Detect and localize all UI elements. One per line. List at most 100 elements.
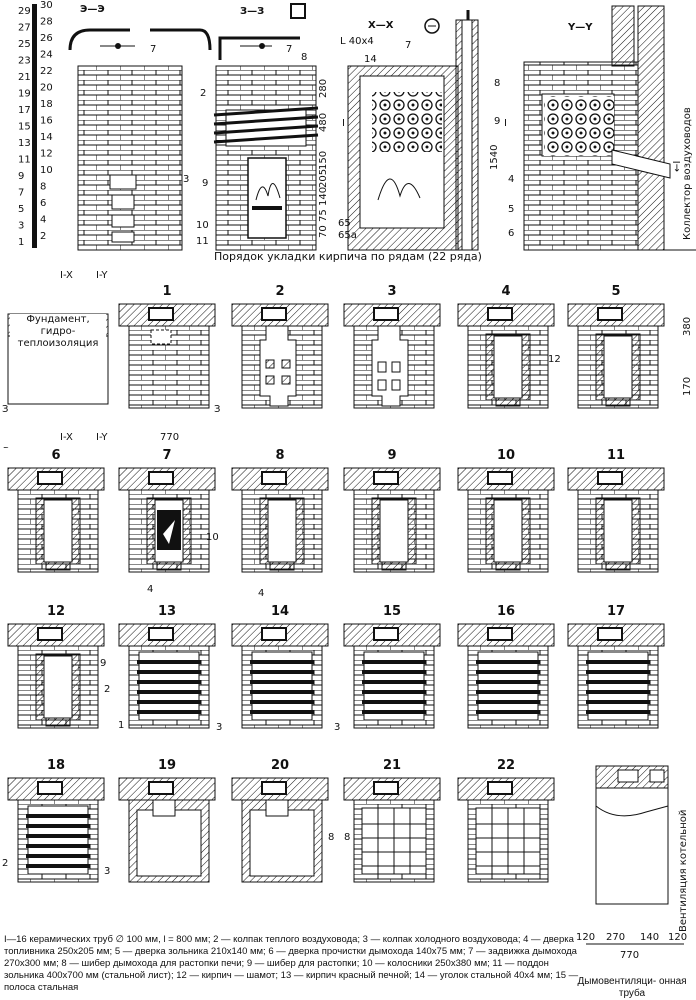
course-drawing: [457, 623, 555, 729]
course-drawing: [231, 467, 329, 573]
dim-150: 150: [318, 151, 329, 170]
dim-205: 205: [318, 169, 329, 188]
label-65a: 65a: [338, 230, 357, 241]
dim-280: 280: [318, 79, 329, 98]
scale-left-7: 7: [18, 188, 24, 199]
collector-arrow: ←I: [672, 161, 683, 172]
course-drawing: [118, 303, 216, 409]
scale-right-2: 2: [40, 231, 46, 242]
course-drawing: [7, 623, 105, 729]
collector-label: Коллектор воздуховодов: [682, 107, 693, 240]
scale-left-5: 5: [18, 204, 24, 215]
course-number: 20: [270, 758, 290, 773]
course-15: 15: [342, 604, 442, 729]
scale-left-21: 21: [18, 72, 31, 83]
dim-75: 75: [318, 209, 329, 222]
dim-140: 140: [318, 187, 329, 206]
course-number: 7: [162, 448, 172, 463]
scale-left-3: 3: [18, 221, 24, 232]
label-6: 6: [508, 228, 514, 239]
foundation-label: Фундамент, гидро- теплоизоляция: [10, 314, 106, 350]
scale-right-10: 10: [40, 165, 53, 176]
course-drawing: [567, 467, 665, 573]
label-11: 11: [196, 236, 209, 247]
course-drawing: [457, 467, 555, 573]
course-17: 17: [566, 604, 666, 729]
course-drawing: [118, 777, 216, 883]
course-number: 6: [51, 448, 61, 463]
dim-120-right: 120: [668, 932, 687, 943]
scale-right-26: 26: [40, 33, 53, 44]
label-9: 9: [494, 116, 500, 127]
course-2: 2: [230, 284, 330, 409]
course-8: 8: [230, 448, 330, 573]
course-drawing: [118, 467, 216, 573]
scale-right-12: 12: [40, 149, 53, 160]
callout-7-4: 4: [147, 584, 153, 595]
section-yy-label: Y—Y: [567, 22, 593, 33]
dim-380: 380: [682, 317, 693, 336]
dim-140: 140: [640, 932, 659, 943]
course-drawing: [457, 303, 555, 409]
course-number: 1: [162, 284, 172, 299]
course-5: 5: [566, 284, 666, 409]
e-marker-label: Э: [3, 446, 10, 448]
scale-right-6: 6: [40, 198, 46, 209]
course-10: 10: [456, 448, 556, 573]
chimney-vent-label: Вентиляция котельной: [678, 810, 689, 932]
label-2: 2: [200, 88, 206, 99]
course-drawing: [118, 623, 216, 729]
label-3: 3: [183, 174, 189, 185]
section-ee-label: Э—Э: [80, 4, 105, 15]
course-18: 18: [6, 758, 106, 883]
scale-right-22: 22: [40, 66, 53, 77]
course-21: 21: [342, 758, 442, 883]
label-7c: 7: [405, 40, 411, 51]
course-drawing: [231, 623, 329, 729]
course-drawing: [343, 623, 441, 729]
scale-right-4: 4: [40, 215, 46, 226]
label-1540: 1540: [489, 145, 500, 170]
course-drawing: [343, 467, 441, 573]
course-number: 19: [157, 758, 177, 773]
course-drawing: [7, 467, 105, 573]
course-number: 21: [382, 758, 402, 773]
y-marker-label-bottom: I-Y: [96, 432, 108, 443]
course-number: 15: [382, 604, 402, 619]
chimney-cell: Вентиляция котельной 120 270 140 120 770: [576, 765, 689, 961]
label-4: 4: [508, 174, 514, 185]
scale-left-29: 29: [18, 6, 31, 17]
scale-bar: [32, 4, 37, 248]
course-22: 22: [456, 758, 556, 883]
course-drawing: [343, 303, 441, 409]
course-number: 13: [157, 604, 177, 619]
dim-170: 170: [682, 377, 693, 396]
course-number: 4: [501, 284, 511, 299]
label-9b: 9: [202, 178, 208, 189]
course-12: 12: [6, 604, 106, 729]
course-6: 6: [6, 448, 106, 573]
scale-right-28: 28: [40, 17, 53, 28]
scale-right-20: 20: [40, 83, 53, 94]
section-zz-label: З—З: [240, 6, 264, 17]
course-number: 14: [270, 604, 290, 619]
label-8b: 8: [494, 78, 500, 89]
scale-right-16: 16: [40, 116, 53, 127]
scale-left-11: 11: [18, 155, 31, 166]
course-16: 16: [456, 604, 556, 729]
course-number: 2: [275, 284, 285, 299]
label-7a: 7: [150, 44, 156, 55]
course-number: 5: [611, 284, 621, 299]
dim-770-chimney: 770: [620, 950, 639, 961]
label-1: I: [342, 118, 345, 129]
course-drawing: [343, 777, 441, 883]
z-marker-right: З: [214, 404, 220, 415]
scale-left-19: 19: [18, 89, 31, 100]
dim-70: 70: [318, 225, 329, 238]
course-number: 11: [606, 448, 626, 463]
course-drawing: [231, 303, 329, 409]
course-number: 12: [46, 604, 66, 619]
